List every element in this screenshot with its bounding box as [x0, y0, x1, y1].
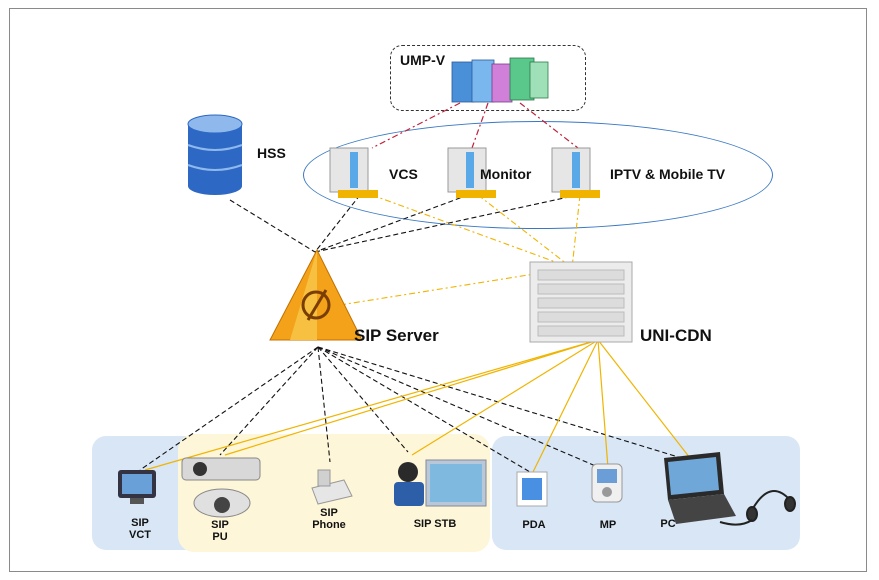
sig-link-pu: [219, 346, 319, 456]
media-link-mp: [597, 339, 609, 469]
media-link-stb: [411, 339, 599, 456]
mgmt-link-vcs: [371, 102, 461, 149]
media-link-pda: [532, 339, 599, 473]
sig-link-iptv: [314, 194, 579, 253]
iptv-server-icon: [551, 147, 600, 198]
sig-link-pda: [317, 346, 531, 473]
pc-laptop-icon: [664, 452, 736, 524]
sip-server-pyramid-icon: [269, 248, 363, 341]
ump-v-server-icon: [451, 57, 549, 103]
cdn-link-vcs: [371, 194, 573, 269]
sip-stb-icon: [394, 459, 487, 507]
service-platform-ellipse: [303, 121, 773, 229]
iptv-mobile-tv-label: IPTV & Mobile TV: [610, 166, 726, 182]
uni-cdn-label: UNI-CDN: [640, 326, 712, 345]
sig-link-monitor: [314, 194, 469, 253]
headset-icon: [719, 490, 796, 526]
sig-link-vct: [139, 346, 319, 471]
sig-link-stb: [317, 346, 409, 453]
sip-vct-icon: [118, 470, 156, 504]
sip-server-label: SIP Server: [354, 326, 439, 345]
terminal-label-pc: PC: [660, 518, 676, 530]
media-link-vct: [144, 339, 599, 471]
uni-cdn-rack-icon: [529, 261, 633, 343]
vcs-server-icon: [329, 147, 378, 198]
mgmt-link-monitor: [471, 102, 489, 149]
vcs-label: VCS: [389, 166, 418, 182]
media-link-pc: [597, 339, 691, 459]
cdn-link-monitor: [477, 194, 573, 269]
monitor-label: Monitor: [480, 166, 532, 182]
media-link-pu: [224, 339, 599, 456]
cdn-link-sip: [339, 267, 573, 306]
hss-label: HSS: [257, 145, 286, 161]
ump-v-group: [390, 45, 586, 111]
terminal-label-pda: PDA: [522, 519, 546, 531]
terminal-label-sip-stb: SIP STB: [413, 518, 457, 530]
mgmt-link-iptv: [519, 102, 579, 149]
pda-icon: [516, 471, 548, 507]
ump-v-label: UMP-V: [400, 52, 446, 68]
sig-link-hss: [229, 199, 316, 253]
sig-link-pc: [317, 346, 689, 461]
diagram-frame: [9, 8, 867, 572]
sig-link-mp: [317, 346, 606, 471]
sig-link-vcs: [314, 194, 361, 253]
terminal-label-mp: MP: [599, 519, 617, 531]
sip-pu-camera-icon: [181, 457, 261, 518]
sip-phone-icon: [311, 469, 353, 505]
monitor-server-icon: [447, 147, 496, 198]
hss-database-icon: [187, 114, 243, 195]
sig-link-phone: [317, 346, 331, 463]
cdn-link-iptv: [571, 194, 581, 269]
mp-icon: [591, 463, 623, 503]
